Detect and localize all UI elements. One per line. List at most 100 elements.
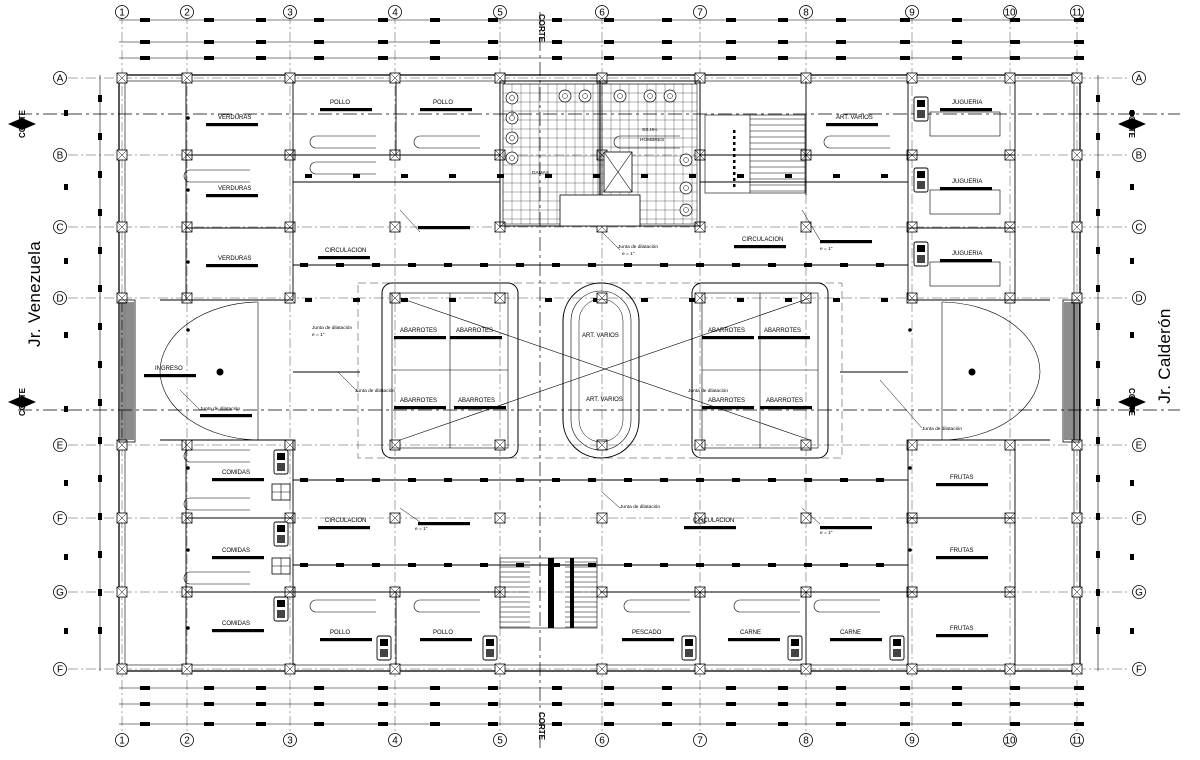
column-post — [284, 439, 296, 451]
axis-bubble: D — [1132, 291, 1146, 305]
room-label: COMIDAS — [222, 548, 250, 554]
axis-label: F — [1136, 665, 1142, 676]
column-post — [906, 439, 918, 451]
central-market-island — [357, 282, 843, 459]
expansion-joint-notes: Junta de dilatación e = 1" Junta de dila… — [200, 244, 962, 536]
svg-text:CORTE: CORTE — [537, 14, 546, 43]
column-post — [1071, 221, 1083, 233]
column-post — [389, 292, 401, 304]
column-post — [494, 439, 506, 451]
axis-bubble: 10 — [1003, 5, 1017, 19]
column-post — [596, 512, 608, 524]
room-label: VERDURAS — [218, 256, 251, 262]
column-post — [1071, 663, 1083, 675]
room-label: CIRCULACION — [693, 518, 734, 524]
column-post — [1004, 663, 1016, 675]
room-label: ABARROTES — [400, 398, 437, 404]
axis-bubble: 8 — [799, 5, 813, 19]
room-label: COMIDAS — [222, 470, 250, 476]
thickness-note: e = 1" — [415, 526, 428, 532]
axis-label: F — [57, 665, 63, 676]
thickness-note: e = 1" — [820, 246, 833, 252]
column-post — [800, 439, 812, 451]
column-post — [906, 221, 918, 233]
joint-note: Junta de dilatación — [312, 325, 352, 331]
axis-bubble: D — [53, 291, 67, 305]
column-post — [181, 221, 193, 233]
room-label: ART. VARIOS — [582, 333, 619, 339]
stall-device — [889, 635, 905, 661]
column-post — [1004, 221, 1016, 233]
room-label: CARNE — [740, 630, 761, 636]
column-post — [181, 663, 193, 675]
axis-bubble: 3 — [283, 733, 297, 747]
section-markers: CORTE CORTE CORTE CORTE CORTE CORTE — [8, 14, 1146, 741]
axis-bubble: F — [1132, 511, 1146, 525]
room-label: ABARROTES — [458, 398, 495, 404]
section-marker-bottom: CORTE — [537, 712, 546, 741]
note-leaders — [179, 209, 923, 525]
column-post — [116, 586, 128, 598]
room-label: JUGUERIA — [952, 100, 982, 106]
axis-bubble: C — [53, 220, 67, 234]
column-post — [694, 439, 706, 451]
room-label: JUGUERIA — [952, 251, 982, 257]
axis-label: D — [1135, 294, 1142, 305]
column-post — [494, 512, 506, 524]
room-label: PESCADO — [632, 630, 662, 636]
column-post — [181, 72, 193, 84]
axis-bubble: B — [53, 148, 67, 162]
axis-bubble: C — [1132, 220, 1146, 234]
column-post — [116, 149, 128, 161]
room-label: CIRCULACION — [325, 248, 366, 254]
room-label: ABARROTES — [764, 328, 801, 334]
joint-note: Junta de dilatación — [620, 504, 660, 510]
column-post — [1071, 586, 1083, 598]
column-post — [389, 72, 401, 84]
axis-label: 2 — [184, 8, 190, 19]
room-label: FRUTAS — [950, 475, 974, 481]
column-post — [596, 663, 608, 675]
joint-note: Junta de dilatación — [688, 388, 728, 394]
column-post — [1004, 292, 1016, 304]
column-post — [389, 512, 401, 524]
stall-counters — [144, 108, 992, 642]
axis-label: 6 — [599, 8, 605, 19]
axis-label: 9 — [909, 736, 915, 747]
column-post — [800, 221, 812, 233]
axis-label: B — [57, 151, 64, 162]
axis-bubble: F — [1132, 662, 1146, 676]
room-label: POLLO — [433, 630, 453, 636]
axis-bubble: 6 — [595, 733, 609, 747]
column-post — [389, 663, 401, 675]
axis-label: C — [1135, 223, 1142, 234]
column-post — [596, 292, 608, 304]
room-label: ABARROTES — [708, 328, 745, 334]
column-post — [1004, 439, 1016, 451]
axis-label: 7 — [697, 736, 703, 747]
axis-label: B — [1136, 151, 1143, 162]
room-label: ABARROTES — [766, 398, 803, 404]
axis-bubble: 7 — [693, 5, 707, 19]
column-post — [284, 663, 296, 675]
column-post — [116, 663, 128, 675]
column-post — [116, 72, 128, 84]
axis-bubble: A — [1132, 71, 1146, 85]
axis-label: 5 — [497, 736, 503, 747]
stall-device — [273, 449, 289, 475]
axis-bubble: 2 — [180, 5, 194, 19]
axis-label: 1 — [119, 736, 125, 747]
room-label: POLLO — [433, 100, 453, 106]
axis-label: E — [1136, 441, 1143, 452]
thickness-note: e = 1" — [820, 530, 833, 536]
axis-label: 8 — [803, 736, 809, 747]
axis-label: 1 — [119, 8, 125, 19]
stall-device — [913, 96, 929, 122]
room-label: HOMBRES — [640, 137, 664, 143]
axis-bubble: E — [53, 438, 67, 452]
axis-bubble: 6 — [595, 5, 609, 19]
axis-label: 4 — [392, 8, 398, 19]
axis-bubble: 11 — [1070, 5, 1084, 19]
